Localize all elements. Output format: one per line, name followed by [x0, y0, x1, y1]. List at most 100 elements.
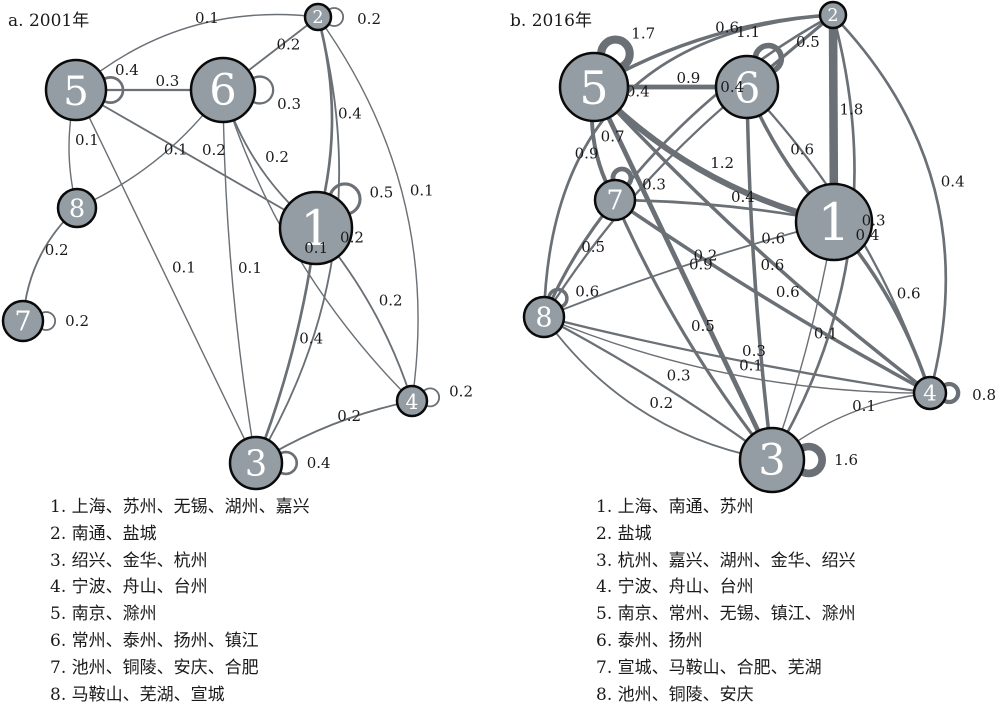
node-label: 8 — [535, 303, 552, 334]
node-2: 2 — [818, 0, 848, 30]
edge-8-3 — [543, 316, 773, 461]
legend-item: 3. 绍兴、金华、杭州 — [50, 550, 208, 571]
node-circle — [522, 295, 566, 339]
edge-weight-label: 0.1 — [75, 131, 99, 149]
node-label: 1 — [818, 193, 851, 253]
edge-weight-label: 1.8 — [840, 101, 864, 119]
node-label: 4 — [923, 382, 937, 407]
node-label: 8 — [69, 194, 85, 224]
legend-item: 3. 杭州、嘉兴、湖州、金华、绍兴 — [596, 550, 856, 571]
edge-weight-label: 1.2 — [710, 154, 734, 172]
node-circle — [395, 384, 429, 418]
edge-weight-label: 0.4 — [731, 188, 755, 206]
loop-weight-label: 0.3 — [277, 95, 301, 113]
edge-weight-label: 0.6 — [897, 285, 921, 303]
edge-weight-label: 0.4 — [941, 172, 965, 190]
edge-weight-label: 0.6 — [715, 19, 739, 37]
node-1: 1 — [278, 190, 354, 266]
edge-weight-label: 0.2 — [202, 141, 226, 159]
edge-weight-label: 0.3 — [156, 72, 180, 90]
node-label: 5 — [579, 61, 608, 115]
edge-weight-label: 0.1 — [172, 259, 196, 277]
node-circle — [714, 54, 780, 120]
legend-item: 4. 宁波、舟山、台州 — [596, 577, 754, 598]
node-circle — [912, 375, 948, 411]
node-circle — [228, 435, 284, 491]
legend-item: 8. 马鞍山、芜湖、宣城 — [50, 684, 225, 705]
edge-weight-label: 0.6 — [776, 283, 800, 301]
edge-1-8 — [543, 221, 835, 318]
edge-weight-label: 0.2 — [45, 241, 69, 259]
edge-6-3 — [222, 89, 257, 464]
node-label: 7 — [606, 186, 623, 217]
edge-weight-label: 0.9 — [677, 69, 701, 87]
panel-title: a. 2001年 — [8, 11, 90, 31]
nodes: 1 2 3 4 5 6 7 8 — [522, 0, 948, 494]
node-circle — [56, 187, 98, 229]
panel-title: b. 2016年 — [510, 11, 592, 31]
node-circle — [303, 2, 333, 32]
edge-weight-label: 0.6 — [761, 229, 785, 247]
node-5: 5 — [558, 51, 630, 123]
node-8: 8 — [56, 187, 98, 229]
node-label: 1 — [301, 201, 332, 257]
edge-weight-label: 0.1 — [238, 259, 262, 277]
edge-weight-label: 0.5 — [581, 238, 605, 256]
node-label: 7 — [14, 307, 31, 338]
edge-weight-label: 0.3 — [642, 176, 666, 194]
edge-6-8 — [542, 85, 749, 319]
node-3: 3 — [228, 435, 284, 491]
edge-weight-label: 0.2 — [265, 148, 289, 166]
legend-item: 2. 南通、盐城 — [50, 523, 157, 544]
edge-weight-label: 0.4 — [299, 329, 323, 347]
edge-weight-label: 0.3 — [862, 212, 886, 230]
edge-8-3 — [542, 315, 774, 462]
node-3: 3 — [738, 426, 806, 494]
loop-weight-label: 0.4 — [115, 61, 139, 79]
node-circle — [1, 299, 45, 343]
node-circle — [794, 182, 874, 262]
edge-weight-label: 0.2 — [649, 394, 673, 412]
edge-weight-label: 0.1 — [814, 324, 838, 342]
edge-8-4 — [543, 316, 931, 394]
node-8: 8 — [522, 295, 566, 339]
loop-weight-label: 0.8 — [972, 386, 996, 404]
edge-8-4 — [542, 315, 932, 395]
edge-2-4 — [831, 13, 948, 395]
edge-weight-label: 0.2 — [340, 229, 364, 247]
node-7: 7 — [1, 299, 45, 343]
loop-weight-label: 0.6 — [575, 282, 599, 300]
node-4: 4 — [395, 384, 429, 418]
legend-item: 5. 南京、滁州 — [50, 604, 157, 625]
edge-weight-label: 0.4 — [338, 105, 362, 123]
node-label: 2 — [827, 6, 838, 26]
edge-7-4 — [613, 198, 932, 395]
node-circle — [593, 178, 637, 222]
node-label: 6 — [734, 64, 761, 113]
edge-weight-label: 0.4 — [626, 82, 650, 100]
node-label: 3 — [245, 444, 267, 485]
edge-2-7 — [613, 13, 835, 202]
edge-weight-label: 0.4 — [720, 78, 744, 96]
edge-weight-label: 0.2 — [693, 247, 717, 265]
node-circle — [738, 426, 806, 494]
edge-weight-label: 0.6 — [761, 256, 785, 274]
edge-7-3 — [613, 198, 774, 462]
loop-weight-label: 1.7 — [631, 25, 655, 43]
edge-5-3 — [75, 89, 257, 464]
loop-weight-label: 0.5 — [369, 184, 393, 202]
node-6: 6 — [714, 54, 780, 120]
node-label: 5 — [63, 67, 89, 115]
legend-item: 7. 池州、铜陵、安庆、合肥 — [50, 657, 259, 678]
legend-item: 5. 南京、常州、无锡、镇江、滁州 — [596, 604, 856, 625]
node-5: 5 — [44, 58, 108, 122]
loop-weight-label: 1.6 — [834, 451, 858, 469]
legend-item: 6. 泰州、扬州 — [596, 630, 703, 651]
edge-weight-label: 0.5 — [691, 317, 715, 335]
loop-weight-label: 1.1 — [736, 23, 760, 41]
edge-weight-label: 0.3 — [742, 342, 766, 360]
